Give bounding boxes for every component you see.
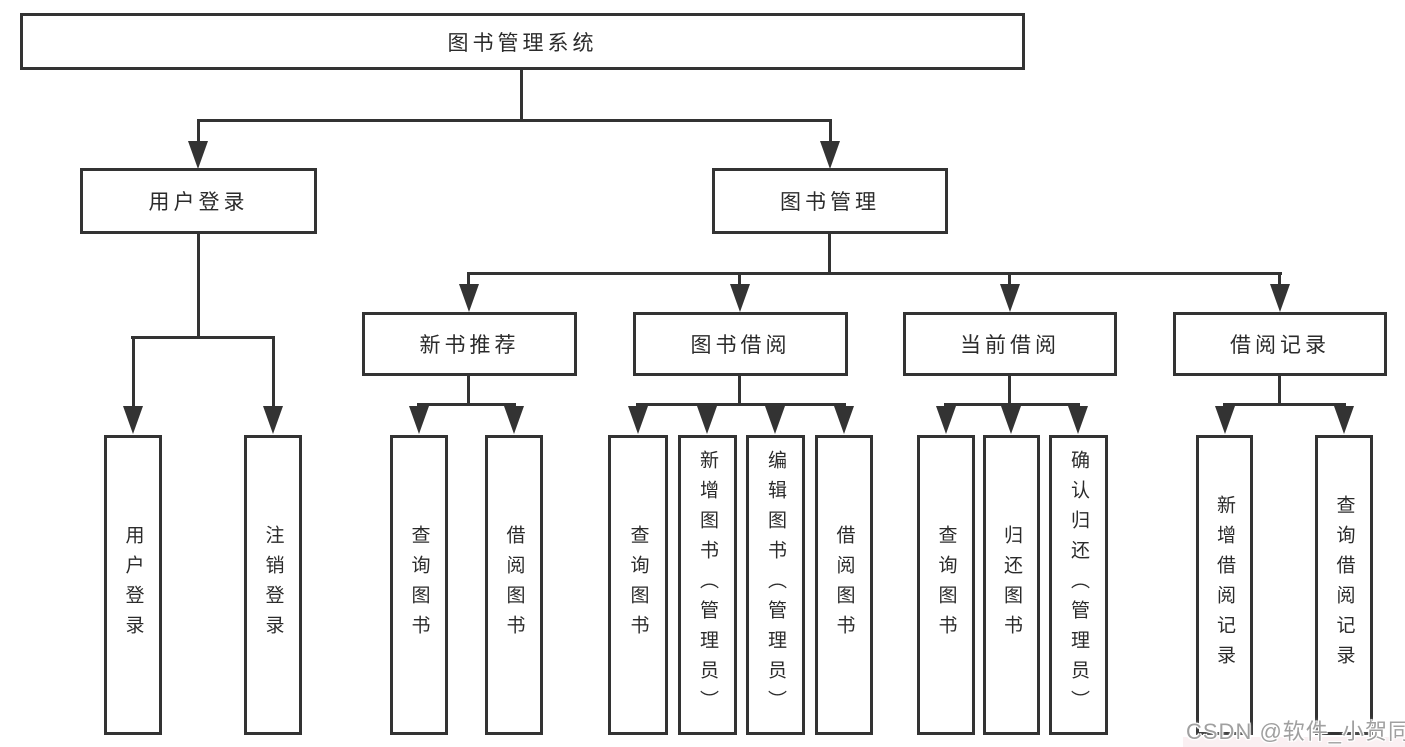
down-arrow-icon: [1001, 406, 1021, 434]
leaf-label: 查询图书: [408, 525, 430, 645]
connector-branch: [944, 403, 1080, 406]
connector-drop: [1278, 272, 1281, 288]
connector-book-management-drop: [829, 119, 832, 148]
node-label: 借阅记录: [1230, 334, 1330, 357]
watermark-band: [1183, 737, 1405, 747]
leaf-label: 查询图书: [627, 525, 649, 645]
connector-root-branch: [197, 119, 832, 122]
down-arrow-icon: [504, 406, 524, 434]
down-arrow-icon: [1334, 406, 1354, 434]
down-arrow-icon: [1215, 406, 1235, 434]
node-current-borrowing: 当前借阅: [903, 312, 1117, 376]
down-arrow-icon: [765, 406, 785, 434]
down-arrow-icon: [1068, 406, 1088, 434]
leaf-user-login: 用户登录: [104, 435, 162, 735]
leaf-label: 注销登录: [262, 525, 284, 645]
down-arrow-icon: [263, 406, 283, 434]
leaf-borrow-books: 借阅图书: [815, 435, 873, 735]
node-label: 图书管理系统: [447, 31, 598, 55]
connector-user-login-branch: [131, 336, 275, 339]
node-label: 用户登录: [148, 191, 249, 214]
connector-stem: [467, 376, 470, 405]
connector-branch: [417, 403, 516, 406]
leaf-label: 编辑图书（管理员）: [765, 450, 786, 720]
leaf-logout: 注销登录: [244, 435, 302, 735]
node-book-management: 图书管理: [712, 168, 948, 234]
leaf-edit-books-admin: 编辑图书（管理员）: [746, 435, 805, 735]
connector-stem: [1008, 376, 1011, 405]
connector-drop: [738, 272, 741, 288]
down-arrow-icon: [697, 406, 717, 434]
down-arrow-icon: [1000, 284, 1020, 312]
leaf-query-borrow-record: 查询借阅记录: [1315, 435, 1373, 735]
connector-branch: [1223, 403, 1346, 406]
leaf-label: 借阅图书: [833, 525, 855, 645]
leaf-label: 用户登录: [122, 525, 144, 645]
connector-drop: [132, 336, 135, 410]
node-new-book-recommendation: 新书推荐: [362, 312, 577, 376]
connector-user-login-drop: [197, 119, 200, 148]
node-label: 新书推荐: [419, 334, 520, 357]
leaf-query-books: 查询图书: [608, 435, 668, 735]
node-label: 当前借阅: [960, 334, 1060, 357]
leaf-return-books: 归还图书: [983, 435, 1040, 735]
connector-drop: [1008, 272, 1011, 288]
connector-stem: [1278, 376, 1281, 405]
down-arrow-icon: [123, 406, 143, 434]
node-label: 图书管理: [780, 191, 880, 214]
connector-branch: [636, 403, 846, 406]
node-book-borrowing: 图书借阅: [633, 312, 848, 376]
connector-drop: [272, 336, 275, 410]
leaf-label: 新增图书（管理员）: [697, 450, 718, 720]
down-arrow-icon: [459, 284, 479, 312]
connector-book-management-stem: [828, 234, 831, 274]
node-borrowing-records: 借阅记录: [1173, 312, 1387, 376]
leaf-label: 查询图书: [935, 525, 957, 645]
node-library-management-system: 图书管理系统: [20, 13, 1025, 70]
down-arrow-icon: [936, 406, 956, 434]
leaf-label: 查询借阅记录: [1333, 495, 1355, 675]
leaf-query-books: 查询图书: [390, 435, 448, 735]
down-arrow-icon: [834, 406, 854, 434]
leaf-borrow-books: 借阅图书: [485, 435, 543, 735]
down-arrow-icon: [409, 406, 429, 434]
down-arrow-icon: [628, 406, 648, 434]
leaf-add-borrow-record: 新增借阅记录: [1196, 435, 1253, 735]
leaf-confirm-return-admin: 确认归还（管理员）: [1049, 435, 1108, 735]
leaf-add-books-admin: 新增图书（管理员）: [678, 435, 737, 735]
node-user-login: 用户登录: [80, 168, 317, 234]
connector-drop: [467, 272, 470, 288]
down-arrow-icon: [820, 141, 840, 169]
down-arrow-icon: [730, 284, 750, 312]
connector-user-login-stem: [197, 234, 200, 338]
down-arrow-icon: [188, 141, 208, 169]
connector-book-management-branch: [467, 272, 1282, 275]
leaf-label: 归还图书: [1001, 525, 1022, 645]
csdn-watermark: CSDN @软件_小贺同学: [1186, 719, 1405, 744]
connector-root-stem: [520, 70, 523, 119]
connector-stem: [738, 376, 741, 405]
leaf-label: 借阅图书: [503, 525, 525, 645]
leaf-label: 确认归还（管理员）: [1068, 450, 1089, 720]
node-label: 图书借阅: [690, 334, 791, 357]
down-arrow-icon: [1270, 284, 1290, 312]
leaf-query-books: 查询图书: [917, 435, 975, 735]
leaf-label: 新增借阅记录: [1214, 495, 1235, 675]
